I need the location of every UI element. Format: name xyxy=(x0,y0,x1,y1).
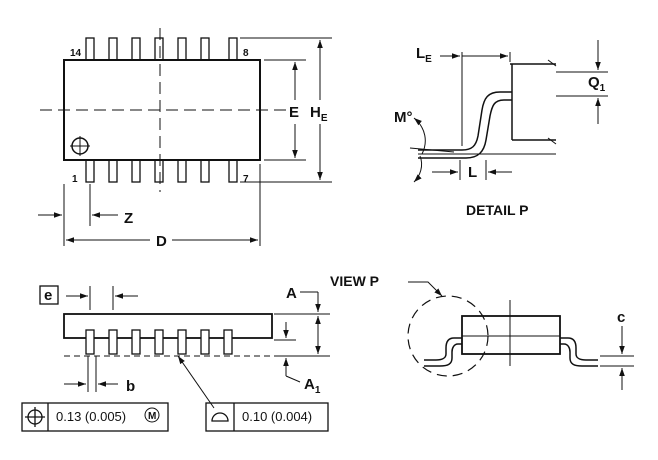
angle-M-label: M° xyxy=(394,109,413,126)
detail-p-title: DETAIL P xyxy=(466,202,529,218)
position-tolerance-value: 0.13 (0.005) xyxy=(56,409,126,424)
dim-LE-label: LE xyxy=(416,45,432,65)
dim-Z-label: Z xyxy=(124,210,133,227)
dim-c-label: c xyxy=(617,309,625,326)
top-pins xyxy=(85,37,238,61)
dim-Q1-label: Q1 xyxy=(588,74,606,94)
detail-p-view xyxy=(409,40,608,183)
dim-HE-label: HE xyxy=(310,104,328,124)
flatness-tolerance-frame xyxy=(205,402,329,432)
position-tolerance-frame xyxy=(21,402,169,432)
view-p-callout-circle xyxy=(407,295,489,377)
end-view xyxy=(407,281,634,390)
dim-b-label: b xyxy=(126,378,135,395)
dim-A-label: A xyxy=(286,285,297,302)
bottom-pins xyxy=(85,159,238,183)
dim-A1-label: A1 xyxy=(304,376,321,396)
top-view xyxy=(38,28,332,246)
dim-e-label: e xyxy=(44,287,52,304)
pin-label-1: 1 xyxy=(72,174,78,185)
dim-L-label: L xyxy=(468,164,477,181)
dim-e-box xyxy=(39,285,59,305)
pin-label-14: 14 xyxy=(70,48,82,59)
dim-D-label: D xyxy=(156,233,167,250)
package-body-side xyxy=(63,313,273,339)
position-tolerance-modifier: M xyxy=(148,411,156,422)
package-body-end xyxy=(461,315,561,355)
pin-label-7: 7 xyxy=(243,174,249,185)
pin-label-8: 8 xyxy=(243,48,249,59)
side-view xyxy=(21,286,330,432)
dim-E-label: E xyxy=(289,104,299,121)
flatness-tolerance-value: 0.10 (0.004) xyxy=(242,409,312,424)
side-leads xyxy=(85,329,233,355)
view-p-title: VIEW P xyxy=(330,273,379,289)
